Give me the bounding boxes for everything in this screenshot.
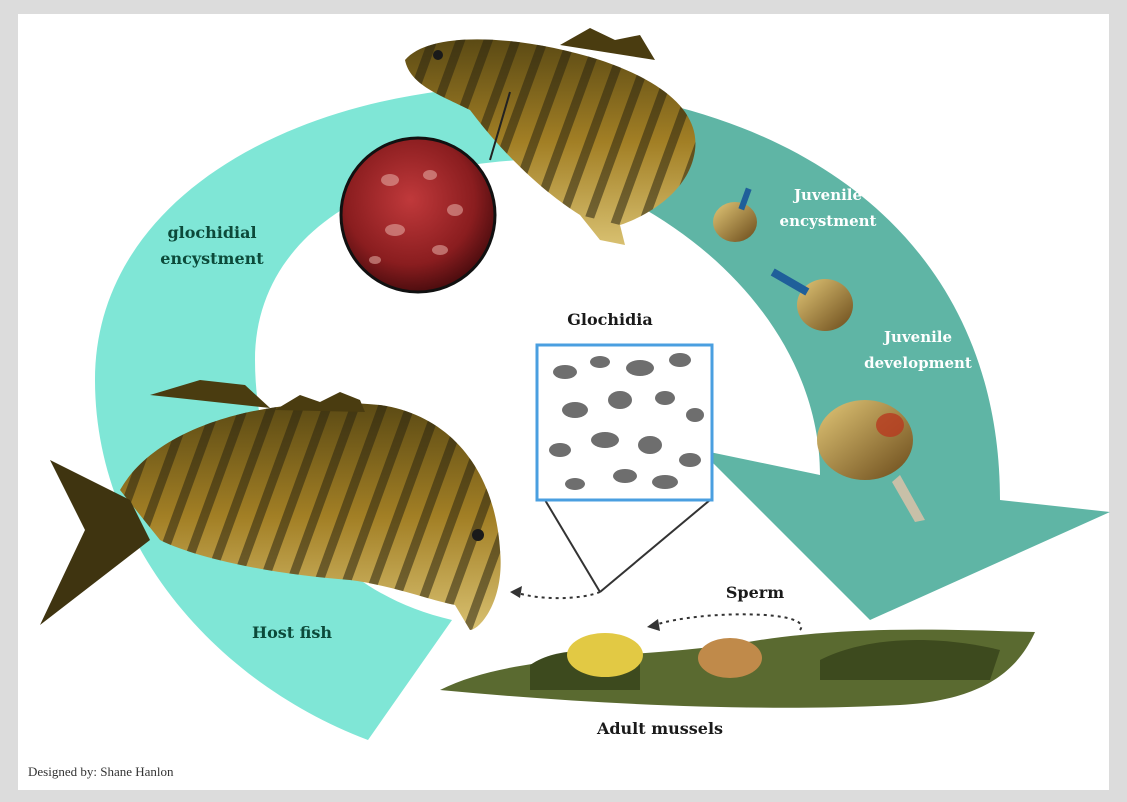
svg-text:development: development — [864, 354, 972, 372]
sperm-label: Sperm — [726, 583, 784, 602]
designer-credit: Designed by: Shane Hanlon — [28, 764, 174, 779]
svg-text:Juvenile: Juvenile — [792, 186, 862, 204]
svg-text:encystment: encystment — [160, 249, 264, 268]
glochidia-label: Glochidia — [567, 310, 653, 329]
adult-mussels-label: Adult mussels — [596, 719, 723, 738]
host-fish-label: Host fish — [252, 623, 332, 642]
svg-text:glochidial: glochidial — [167, 223, 256, 242]
svg-text:Juvenile: Juvenile — [882, 328, 952, 346]
encysted-glochidia-icon — [341, 138, 495, 292]
svg-text:encystment: encystment — [780, 212, 877, 230]
